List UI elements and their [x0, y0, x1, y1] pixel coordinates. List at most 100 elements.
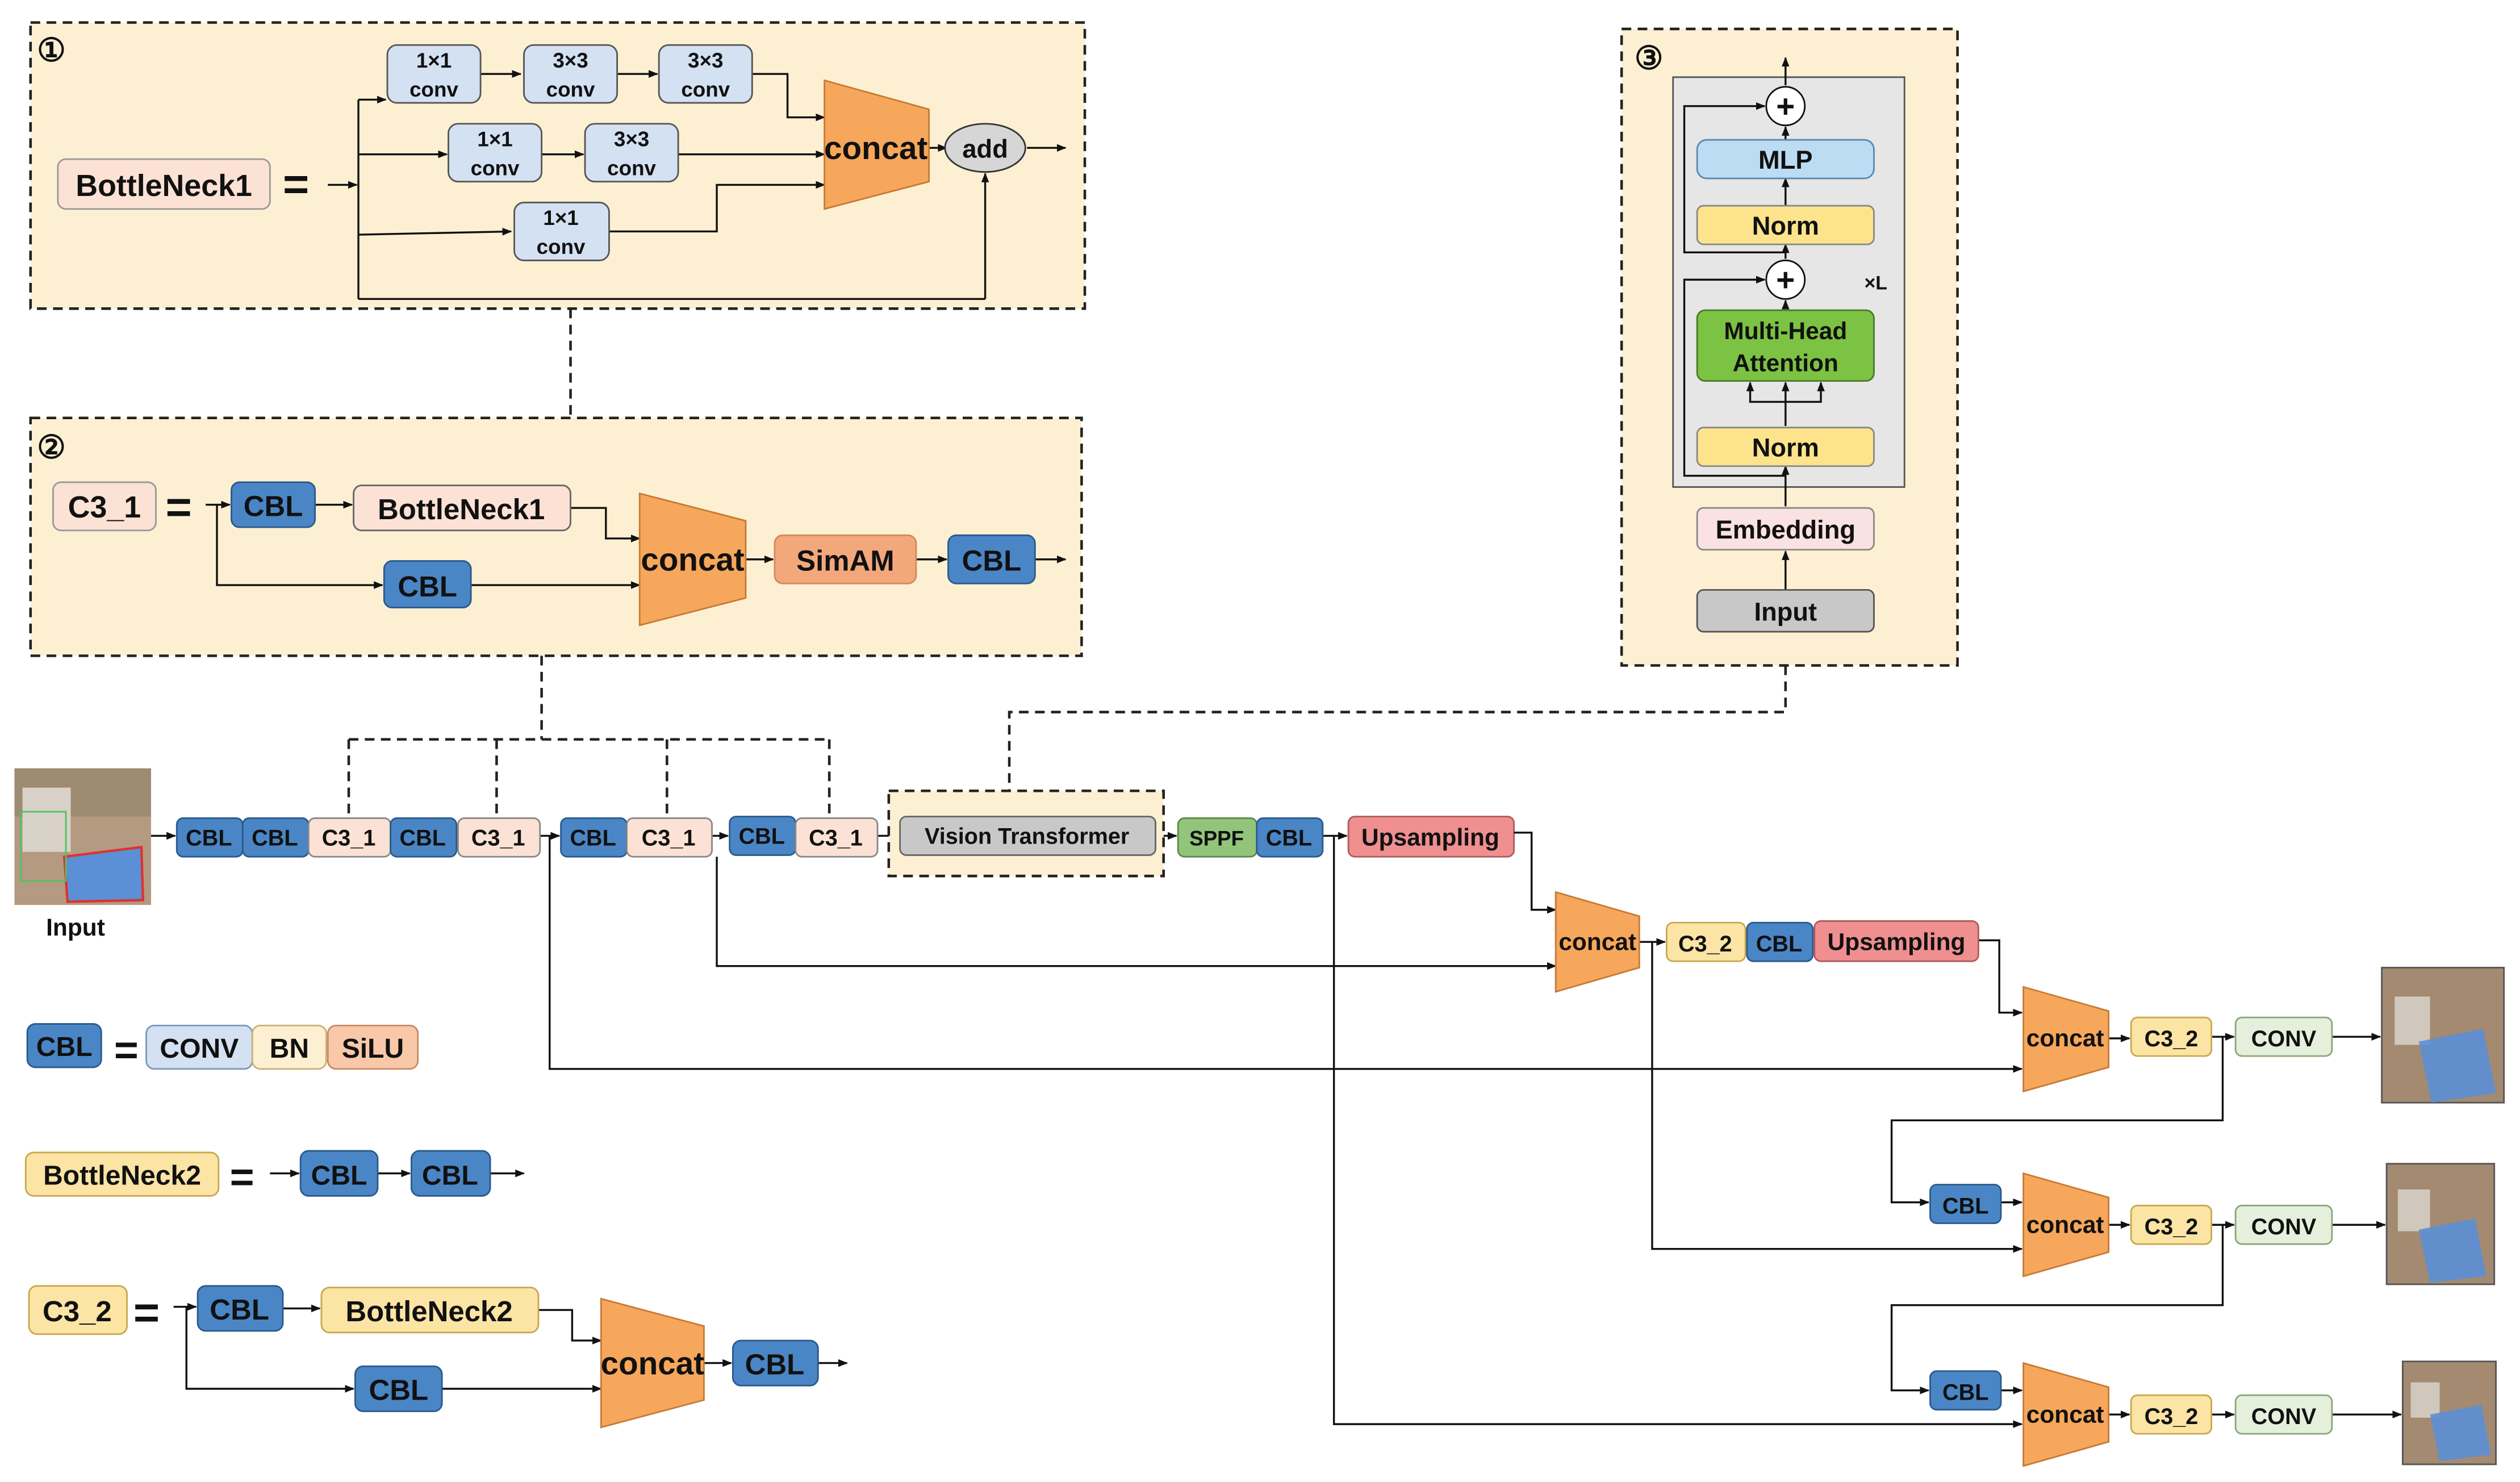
- transformer-panel: ③ Input Embedding Norm: [1620, 27, 1959, 667]
- legend-bottleneck2: BottleNeck2: [24, 1151, 220, 1197]
- svg-text:Attention: Attention: [1733, 350, 1838, 377]
- legend-cbl-equals: =: [114, 1026, 139, 1073]
- neck-concat-1: concat: [1554, 891, 1640, 993]
- c31-connectors: [206, 500, 1067, 589]
- svg-text:BN: BN: [270, 1033, 309, 1064]
- svg-text:conv: conv: [409, 78, 458, 101]
- c31-cbl-out: CBL: [947, 534, 1036, 585]
- panel1-marker: ①: [37, 32, 66, 68]
- svg-text:CBL: CBL: [186, 825, 232, 850]
- bottleneck1-title-box: BottleNeck1: [57, 158, 271, 210]
- legend-c32-cbl-bottom: CBL: [354, 1365, 443, 1412]
- backbone-cbl-1: CBL: [175, 817, 244, 858]
- transformer-norm-upper: Norm: [1696, 204, 1875, 245]
- svg-text:CBL: CBL: [570, 825, 616, 850]
- bn1-add: add: [944, 123, 1026, 173]
- c31-cbl-top: CBL: [231, 481, 316, 528]
- svg-text:3×3: 3×3: [614, 128, 649, 151]
- head-cbl-3: CBL: [1929, 1370, 2002, 1411]
- svg-text:CBL: CBL: [962, 545, 1022, 577]
- legend: CBL = CONV BN SiLU BottleNeck2 = CBL: [24, 1023, 848, 1429]
- backbone-c31-3: C3_1: [626, 817, 713, 858]
- bn1-conv-3x3-top-a: 3×3 conv: [523, 44, 618, 104]
- c31-bottleneck1: BottleNeck1: [353, 485, 571, 532]
- svg-text:concat: concat: [824, 130, 928, 166]
- head-cbl-2: CBL: [1929, 1184, 2002, 1224]
- svg-text:+: +: [1776, 262, 1795, 298]
- head-c32-2: C3_2: [2130, 1204, 2213, 1245]
- svg-text:Norm: Norm: [1752, 211, 1819, 240]
- svg-text:CBL: CBL: [1942, 1380, 1988, 1405]
- legend-cbl: CBL: [26, 1023, 102, 1068]
- svg-text:conv: conv: [537, 235, 586, 258]
- svg-text:add: add: [962, 134, 1008, 163]
- transformer-repeat-label: ×L: [1864, 272, 1887, 294]
- svg-text:CBL: CBL: [422, 1160, 478, 1191]
- svg-text:concat: concat: [1558, 928, 1636, 955]
- backbone-cbl-2: CBL: [241, 817, 310, 858]
- c31-panel: ② C3_1 = CBL BottleNeck1 CBL: [29, 416, 1083, 657]
- legend-bottleneck2-cbl-2: CBL: [410, 1150, 491, 1197]
- svg-text:Multi-Head: Multi-Head: [1724, 318, 1847, 344]
- c31-title: C3_1: [68, 490, 141, 524]
- bottleneck1-title: BottleNeck1: [76, 169, 252, 203]
- neck-c32-1: C3_2: [1666, 921, 1746, 962]
- legend-bottleneck2-cbl-1: CBL: [299, 1150, 379, 1197]
- head-c32-3: C3_2: [2130, 1394, 2213, 1435]
- svg-text:Embedding: Embedding: [1716, 515, 1855, 544]
- legend-conv: CONV: [145, 1024, 253, 1070]
- svg-text:CBL: CBL: [400, 825, 446, 850]
- backbone-cbl-5: CBL: [729, 816, 797, 856]
- legend-c32-cbl-out: CBL: [732, 1339, 819, 1387]
- head-conv-2: CONV: [2234, 1204, 2333, 1245]
- backbone-c31-1: C3_1: [307, 817, 392, 858]
- transformer-plus-upper: +: [1765, 86, 1806, 127]
- svg-text:CBL: CBL: [398, 570, 457, 603]
- svg-text:CBL: CBL: [745, 1348, 805, 1380]
- svg-text:CONV: CONV: [2251, 1026, 2317, 1051]
- transformer-input: Input: [1696, 589, 1875, 633]
- svg-text:concat: concat: [2026, 1401, 2104, 1427]
- svg-text:concat: concat: [2026, 1211, 2104, 1238]
- svg-text:CBL: CBL: [739, 824, 785, 849]
- vision-transformer-module: Vision Transformer: [887, 789, 1165, 878]
- transformer-mlp: MLP: [1696, 139, 1875, 179]
- svg-text:SPPF: SPPF: [1189, 826, 1244, 850]
- svg-text:BottleNeck2: BottleNeck2: [43, 1160, 201, 1191]
- bn1-conv-1x1-top: 1×1 conv: [386, 44, 482, 104]
- bn1-conv-1x1-mid: 1×1 conv: [448, 123, 543, 183]
- svg-text:conv: conv: [546, 78, 595, 101]
- head-conv-3: CONV: [2234, 1394, 2333, 1435]
- svg-text:C3_2: C3_2: [2145, 1404, 2199, 1429]
- svg-text:1×1: 1×1: [477, 128, 512, 151]
- svg-text:conv: conv: [471, 156, 520, 179]
- panel3-to-vit-link: [1008, 665, 1787, 791]
- legend-c32-bottleneck2: BottleNeck2: [320, 1287, 540, 1334]
- svg-text:3×3: 3×3: [553, 49, 588, 72]
- svg-text:CONV: CONV: [2251, 1404, 2317, 1429]
- panel2-to-backbone-links: [347, 656, 831, 819]
- output-image-1: [2381, 967, 2505, 1104]
- svg-text:CBL: CBL: [369, 1374, 428, 1406]
- backbone-c31-2: C3_1: [457, 817, 541, 858]
- bn1-conv-1x1-bottom: 1×1 conv: [513, 202, 610, 261]
- bottleneck1-panel: ① BottleNeck1 = 1×1 co: [29, 21, 1086, 310]
- svg-text:concat: concat: [2026, 1025, 2104, 1051]
- svg-text:C3_1: C3_1: [809, 825, 863, 850]
- svg-text:Input: Input: [1754, 597, 1817, 626]
- transformer-embedding: Embedding: [1696, 507, 1875, 551]
- svg-text:C3_1: C3_1: [471, 825, 525, 850]
- backbone-sppf: SPPF: [1177, 817, 1258, 858]
- legend-c32-cbl-top: CBL: [197, 1285, 284, 1332]
- transformer-plus-lower: +: [1765, 259, 1806, 300]
- svg-text:CBL: CBL: [36, 1032, 93, 1062]
- transformer-attention: Multi-Head Attention: [1696, 309, 1875, 382]
- bottleneck1-connectors: [328, 70, 1067, 300]
- backbone-upsampling: Upsampling: [1347, 816, 1515, 858]
- backbone-cbl-6: CBL: [1256, 817, 1324, 858]
- backbone-cbl-4: CBL: [560, 817, 628, 858]
- head-conv-1: CONV: [2234, 1016, 2333, 1057]
- svg-text:MLP: MLP: [1758, 145, 1813, 174]
- c31-title-box: C3_1: [52, 481, 157, 532]
- legend-silu: SiLU: [327, 1024, 419, 1070]
